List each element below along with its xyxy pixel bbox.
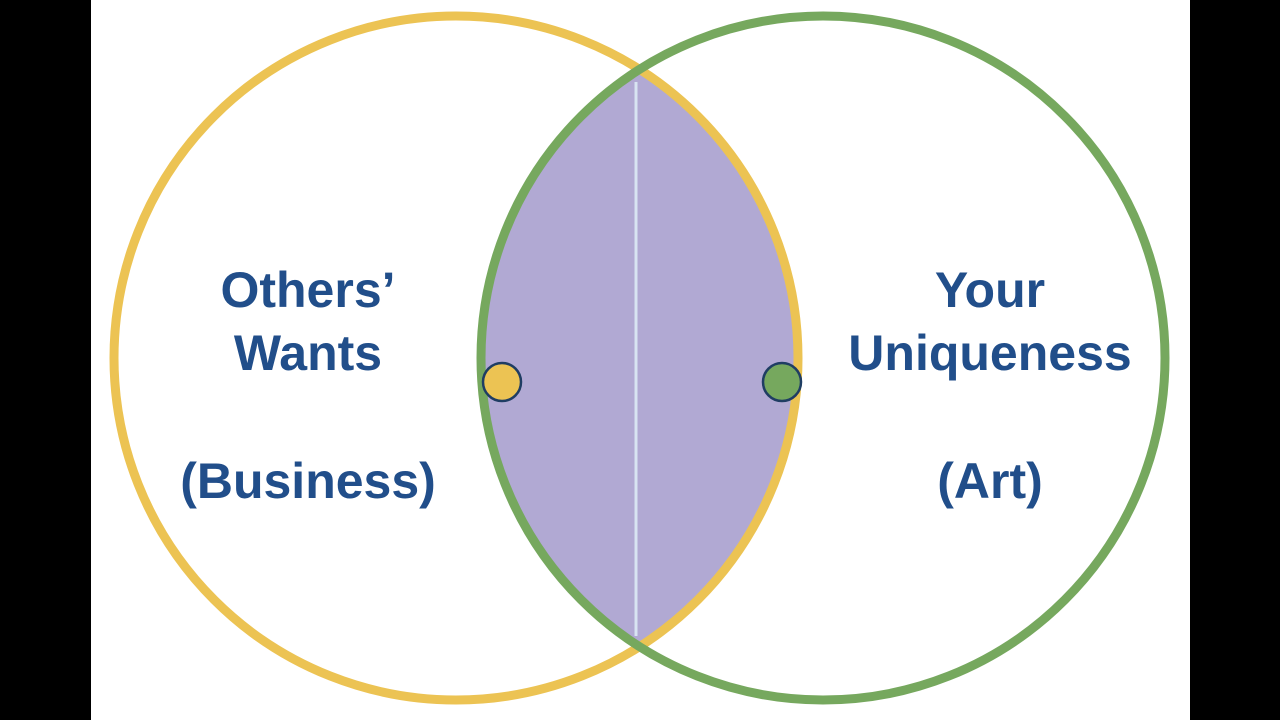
- left-subtitle: (Business): [180, 453, 436, 509]
- left-title-line1: Others’: [220, 262, 395, 318]
- overlap-region: [481, 16, 798, 700]
- right-marker-dot: [761, 361, 803, 403]
- left-marker-dot: [481, 361, 523, 403]
- slide-canvas: Others’ Wants (Business) Your Uniqueness…: [91, 0, 1190, 720]
- right-circle-ring: [476, 11, 1170, 705]
- left-title-line2: Wants: [234, 325, 382, 381]
- right-title-line1: Your: [935, 262, 1045, 318]
- venn-diagram: Others’ Wants (Business) Your Uniqueness…: [109, 11, 1170, 705]
- right-title-line2: Uniqueness: [848, 325, 1131, 381]
- right-subtitle: (Art): [937, 453, 1043, 509]
- left-circle-ring: [109, 11, 803, 705]
